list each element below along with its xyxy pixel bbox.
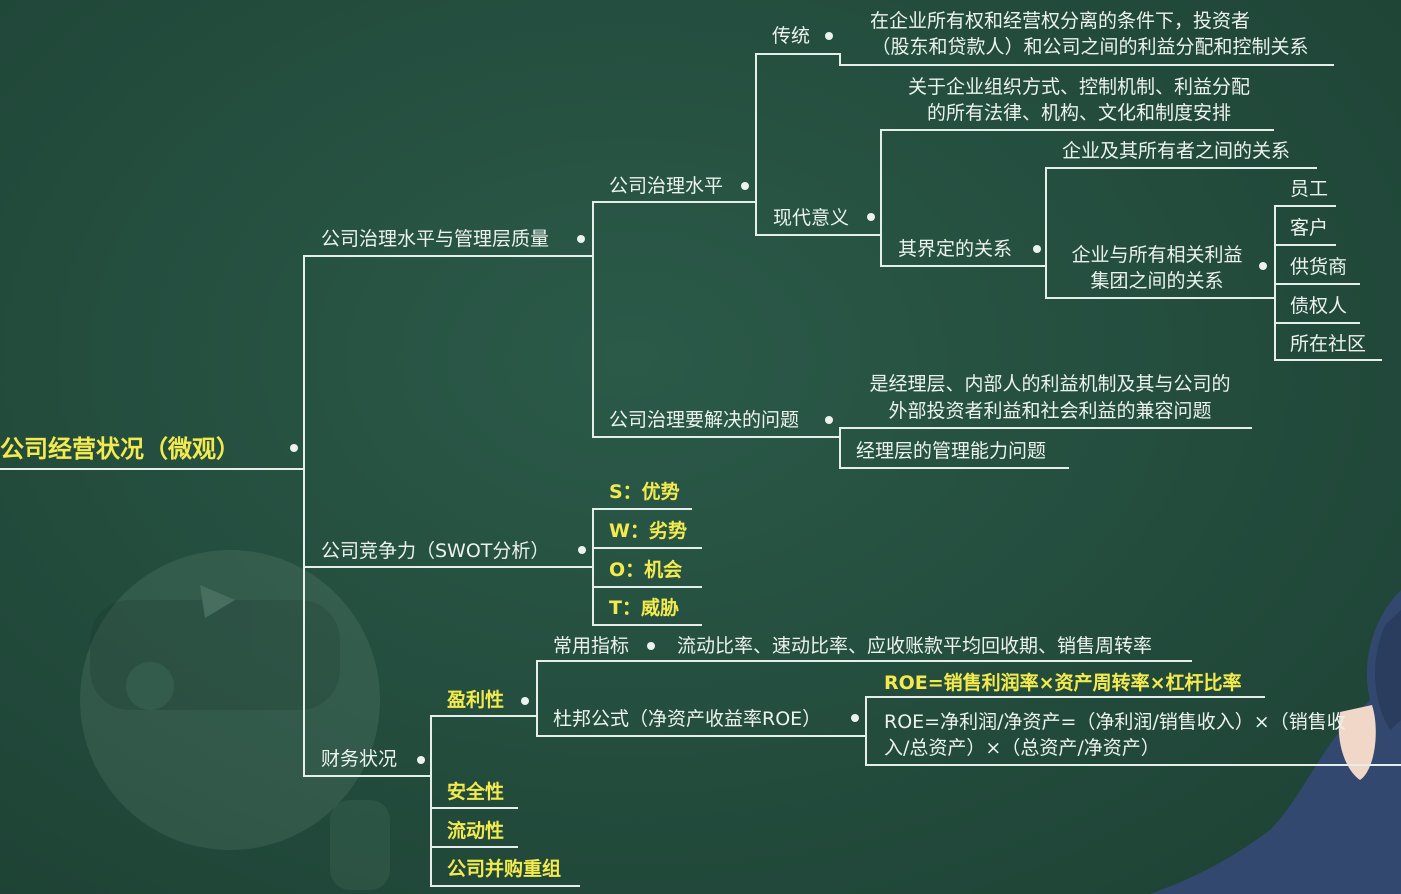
group-customers: 客户 [1290,217,1329,239]
connector-line [430,846,518,848]
connector-line [430,885,580,887]
node-dot [1259,262,1267,270]
stakeholder-relation-line2: 集团之间的关系 [1090,270,1224,292]
connector-line [303,775,431,777]
connector-line [592,586,702,588]
swot-threats: T：威胁 [609,597,679,619]
traditional-topic: 传统 [772,25,811,47]
node-dot [1033,245,1041,253]
connector-line [1274,359,1382,361]
connector-line [1045,168,1047,298]
node-dot [741,182,749,190]
node-dot [417,756,425,764]
connector-line [880,265,1046,267]
node-dot [577,235,585,243]
liquidity-topic: 流动性 [447,820,505,842]
connector-line [430,807,518,809]
connector-line [839,53,841,65]
connector-line [1045,297,1275,299]
connector-line [536,735,866,737]
connector-line [839,64,1334,66]
problem-1-line1: 是经理层、内部人的利益机制及其与公司的 [869,373,1231,395]
connector-line [592,547,702,549]
connector-line [865,697,867,765]
connector-line [839,428,841,468]
connector-line [660,660,1192,662]
relations-topic: 其界定的关系 [898,238,1013,260]
owners-relation: 企业及其所有者之间的关系 [1062,140,1291,162]
roe-formula-2-line2: 入/总资产）×（总资产/净资产） [884,737,1160,759]
governance-level-topic: 公司治理水平 [609,175,724,197]
traditional-desc-line1: 在企业所有权和经营权分离的条件下，投资者 [869,10,1250,32]
connector-line [865,764,1401,766]
node-dot [825,416,833,424]
connector-line [0,468,304,470]
modern-desc-line1: 关于企业组织方式、控制机制、利益分配 [907,76,1250,98]
node-dot [290,444,298,452]
connector-line [592,508,692,510]
connector-line [430,715,537,717]
modern-topic: 现代意义 [773,207,850,229]
connector-line [592,436,840,438]
dupont-topic: 杜邦公式（净资产收益率ROE） [553,708,822,730]
connector-line [839,467,1069,469]
root-topic: 公司经营状况（微观） [0,435,240,463]
safety-topic: 安全性 [447,781,505,803]
connector-line [303,256,305,776]
problem-2: 经理层的管理能力问题 [856,440,1047,462]
node-dot [647,642,655,650]
connector-line [1274,244,1336,246]
swot-opportunities: O：机会 [609,559,683,581]
group-employees: 员工 [1290,178,1329,200]
connector-line [303,255,593,257]
connector-line [536,660,666,662]
connector-line [536,661,538,736]
connector-line [1274,283,1360,285]
problem-1-line2: 外部投资者利益和社会利益的兼容问题 [888,400,1212,422]
connector-line [303,566,593,568]
connector-line [880,129,1274,131]
swot-weaknesses: W：劣势 [609,520,687,542]
group-creditors: 债权人 [1290,295,1348,317]
connector-line [755,234,881,236]
traditional-desc-line2: （股东和贷款人）和公司之间的利益分配和控制关系 [871,36,1309,58]
connector-line [430,716,432,886]
common-indicators-topic: 常用指标 [553,635,630,657]
roe-formula-2-line1: ROE=净利润/净资产=（净利润/销售收入）×（销售收 [884,711,1346,733]
connector-line [1274,205,1336,207]
node-dot [867,213,875,221]
connector-line [1045,167,1317,169]
connector-line [592,624,702,626]
problems-topic: 公司治理要解决的问题 [609,409,800,431]
swot-topic: 公司竞争力（SWOT分析） [321,540,550,562]
profitability-topic: 盈利性 [447,689,505,711]
common-indicators-value: 流动比率、速动比率、应收账款平均回收期、销售周转率 [677,635,1153,657]
stakeholder-relation-line1: 企业与所有相关利益 [1071,244,1243,266]
connector-line [880,130,882,266]
connector-line [1274,322,1360,324]
connector-line [592,509,594,625]
connector-line [755,53,757,235]
roe-formula-1: ROE=销售利润率×资产周转率×杠杆比率 [884,672,1242,694]
node-dot [851,714,859,722]
node-dot [825,32,833,40]
connector-line [839,427,1252,429]
swot-strengths: S：优势 [609,481,680,503]
node-dot [521,697,529,705]
node-dot [578,546,586,554]
group-suppliers: 供货商 [1290,256,1348,278]
connector-line [592,202,594,437]
connector-line [755,53,840,55]
modern-desc-line2: 的所有法律、机构、文化和制度安排 [926,102,1231,124]
group-community: 所在社区 [1290,333,1367,355]
governance-topic: 公司治理水平与管理层质量 [321,228,550,250]
merger-topic: 公司并购重组 [447,858,562,880]
connector-line [592,201,756,203]
finance-topic: 财务状况 [321,748,398,770]
connector-line [865,696,1265,698]
